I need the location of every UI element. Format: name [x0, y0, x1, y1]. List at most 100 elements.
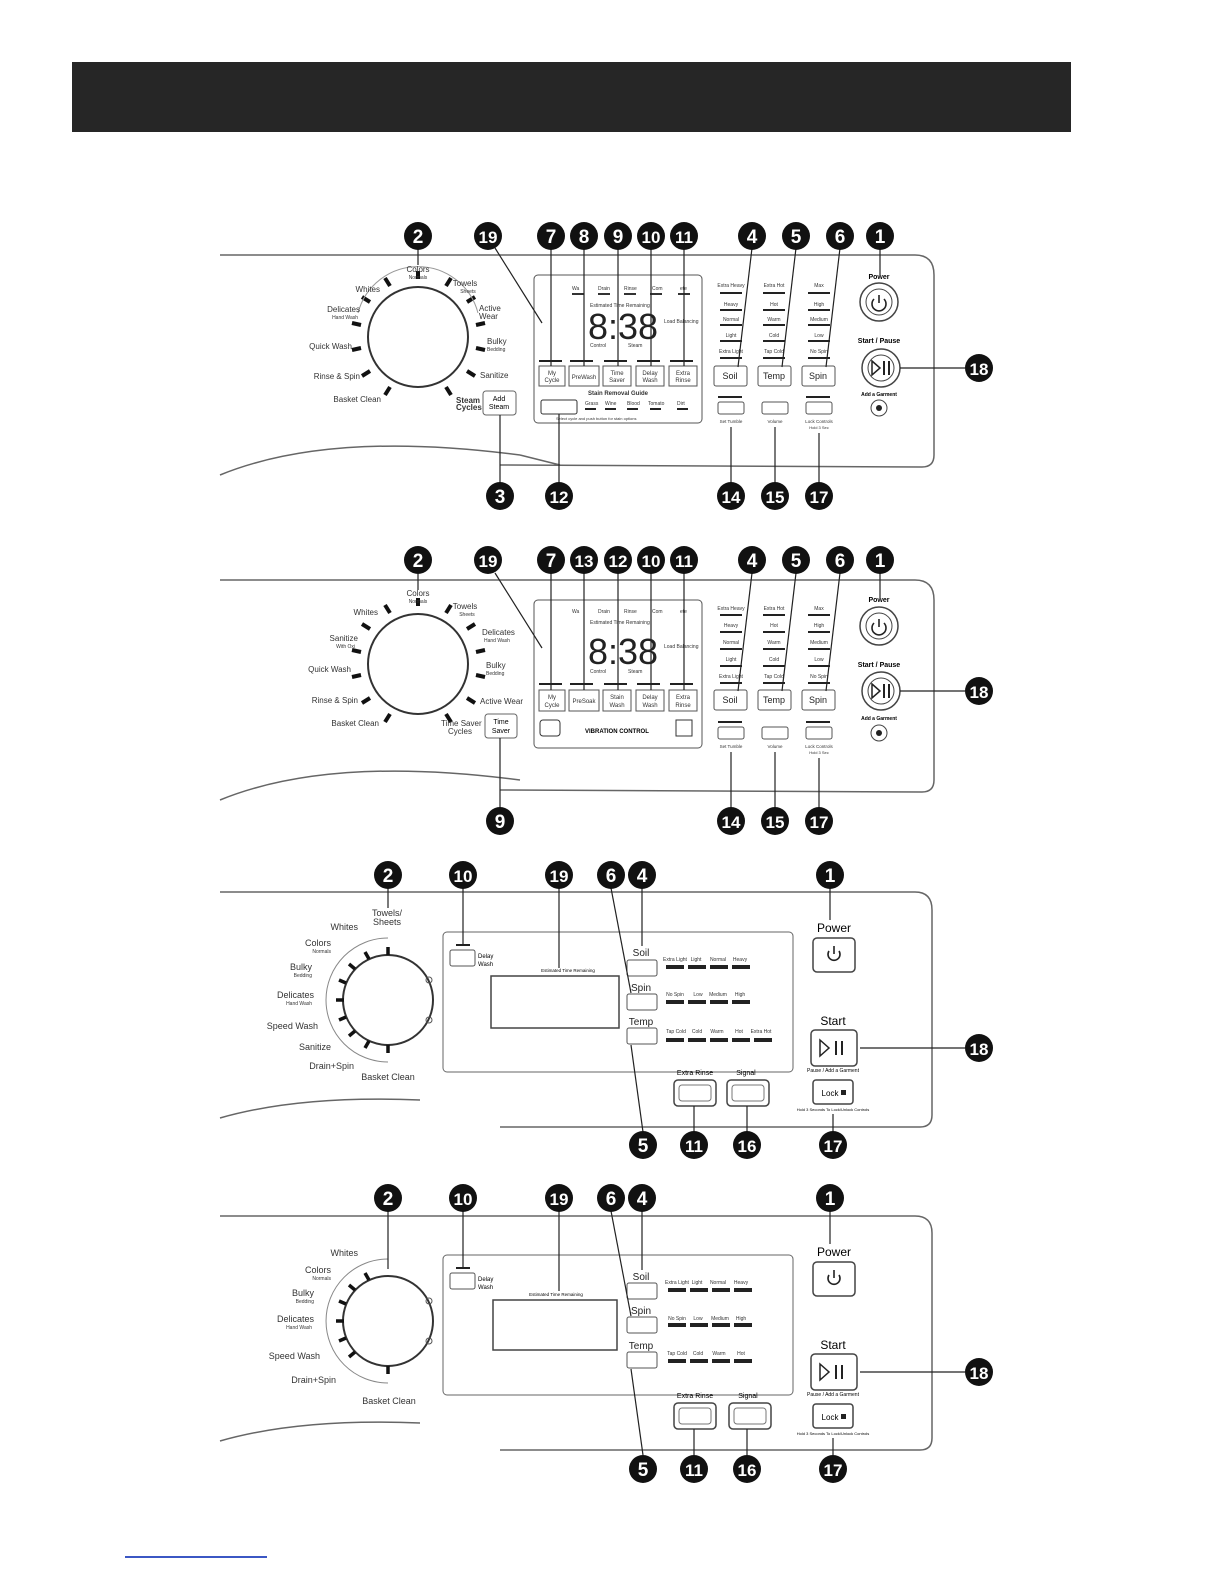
svg-text:PreSoak: PreSoak — [572, 699, 596, 705]
svg-text:14: 14 — [722, 488, 741, 507]
extra-rinse-button[interactable]: Extra Rinse — [673, 1070, 717, 1107]
svg-text:Warm: Warm — [767, 640, 780, 646]
svg-text:Cold: Cold — [769, 657, 780, 663]
svg-text:Temp: Temp — [763, 371, 785, 381]
start-pause-button[interactable] — [861, 671, 901, 711]
svg-text:10: 10 — [454, 867, 473, 886]
energy-star-logo — [675, 719, 693, 737]
svg-text:Rinse: Rinse — [675, 378, 691, 384]
svg-text:Wash: Wash — [642, 703, 657, 709]
volume-button[interactable]: Volume — [761, 726, 789, 749]
svg-text:Extra Hot: Extra Hot — [764, 606, 785, 612]
temp-button[interactable]: Temp — [757, 689, 792, 711]
soil-button[interactable] — [626, 1282, 658, 1300]
set-tumble-button[interactable]: Set Tumble — [717, 396, 745, 424]
dial-steam: Steam — [456, 396, 480, 405]
svg-text:Extra Hot: Extra Hot — [751, 1029, 772, 1035]
time-saver-cycle-button[interactable]: Time Saver — [484, 713, 518, 739]
start-pause-button[interactable] — [861, 348, 901, 388]
dial-delicates: Delicates — [277, 990, 315, 1000]
svg-text:Steam: Steam — [489, 404, 509, 411]
power-button[interactable] — [859, 606, 899, 646]
stain-button[interactable] — [540, 399, 578, 415]
power-label: Power — [817, 921, 851, 935]
time-display: 8:38 — [588, 631, 658, 672]
dial-basket-clean: Basket Clean — [331, 719, 379, 728]
start-button[interactable] — [810, 1353, 858, 1391]
svg-text:Saver: Saver — [492, 728, 511, 735]
svg-text:Signal: Signal — [736, 1070, 756, 1077]
power-button[interactable] — [859, 282, 899, 322]
add-steam-button[interactable]: Add Steam — [482, 390, 517, 416]
temp-button[interactable]: Temp — [757, 365, 792, 387]
delay-wash-button[interactable]: Delay Wash — [449, 944, 493, 968]
dial-delicates: Delicates — [482, 628, 515, 637]
callout-11: 11 — [680, 1131, 708, 1159]
svg-text:High: High — [814, 623, 825, 629]
dial-colors: Colors — [305, 938, 332, 948]
power-button[interactable] — [812, 937, 856, 973]
spin-button[interactable]: Spin — [801, 689, 836, 711]
power-button[interactable] — [812, 1261, 856, 1297]
spin-button[interactable] — [626, 1316, 658, 1334]
lock-button[interactable]: Lock — [812, 1079, 854, 1105]
power-icon — [827, 1270, 841, 1286]
svg-text:Low: Low — [814, 333, 824, 339]
svg-text:6: 6 — [606, 1189, 617, 1210]
power-label: Power — [868, 597, 889, 604]
signal-button[interactable]: Signal — [726, 1070, 770, 1107]
extra-rinse-button[interactable]: Extra Rinse — [673, 1393, 717, 1430]
spin-button[interactable] — [626, 993, 658, 1011]
svg-text:Spin: Spin — [809, 371, 827, 381]
presoak-button[interactable]: PreSoak — [568, 683, 600, 712]
soil-button[interactable]: Soil — [713, 365, 748, 387]
svg-text:17: 17 — [810, 488, 829, 507]
dial-basket-clean: Basket Clean — [361, 1072, 415, 1082]
temp-button[interactable] — [626, 1027, 658, 1045]
svg-text:10: 10 — [642, 228, 661, 247]
soil-button[interactable]: Soil — [713, 689, 748, 711]
svg-text:10: 10 — [454, 1190, 473, 1209]
soil-button[interactable] — [626, 959, 658, 977]
callout-4: 4 — [628, 861, 656, 889]
play-pause-icon — [819, 1038, 843, 1058]
svg-text:Hot: Hot — [735, 1029, 743, 1035]
start-button[interactable] — [810, 1029, 858, 1067]
dial-sheets: Sheets — [373, 917, 402, 927]
svg-text:9: 9 — [613, 227, 624, 248]
spin-button[interactable]: Spin — [801, 365, 836, 387]
svg-text:Rinse: Rinse — [624, 609, 637, 615]
delay-wash-button[interactable]: Delay Wash — [449, 1267, 493, 1291]
signal-button[interactable]: Signal — [728, 1393, 772, 1430]
svg-text:Stain Removal Guide: Stain Removal Guide — [588, 391, 649, 397]
lock-button[interactable]: Lock — [812, 1403, 854, 1429]
svg-text:Set Tumble: Set Tumble — [720, 419, 743, 424]
svg-text:Extra Rinse: Extra Rinse — [677, 1070, 713, 1077]
prewash-button[interactable]: PreWash — [568, 360, 600, 387]
temp-button[interactable] — [626, 1351, 658, 1369]
dial-basket-clean: Basket Clean — [333, 395, 381, 404]
svg-text:Estimated Time Remaining: Estimated Time Remaining — [590, 303, 650, 309]
svg-text:1: 1 — [875, 551, 886, 572]
svg-text:Wash: Wash — [609, 703, 624, 709]
temp-levels-2: Extra Hot Hot Warm Cold Tap Cold — [763, 606, 785, 684]
svg-text:Extra Rinse: Extra Rinse — [677, 1393, 713, 1400]
dial-bulky: Bulky — [290, 962, 313, 972]
svg-text:Cold: Cold — [769, 333, 780, 339]
nsc-logo — [539, 719, 561, 737]
start-pause-label: Start / Pause — [858, 338, 901, 345]
callout-16: 16 — [733, 1131, 761, 1159]
volume-button[interactable]: Volume — [761, 401, 789, 424]
svg-text:Heavy: Heavy — [734, 1280, 749, 1286]
set-tumble-button[interactable]: Set Tumble — [717, 721, 745, 749]
svg-text:18: 18 — [970, 360, 989, 379]
